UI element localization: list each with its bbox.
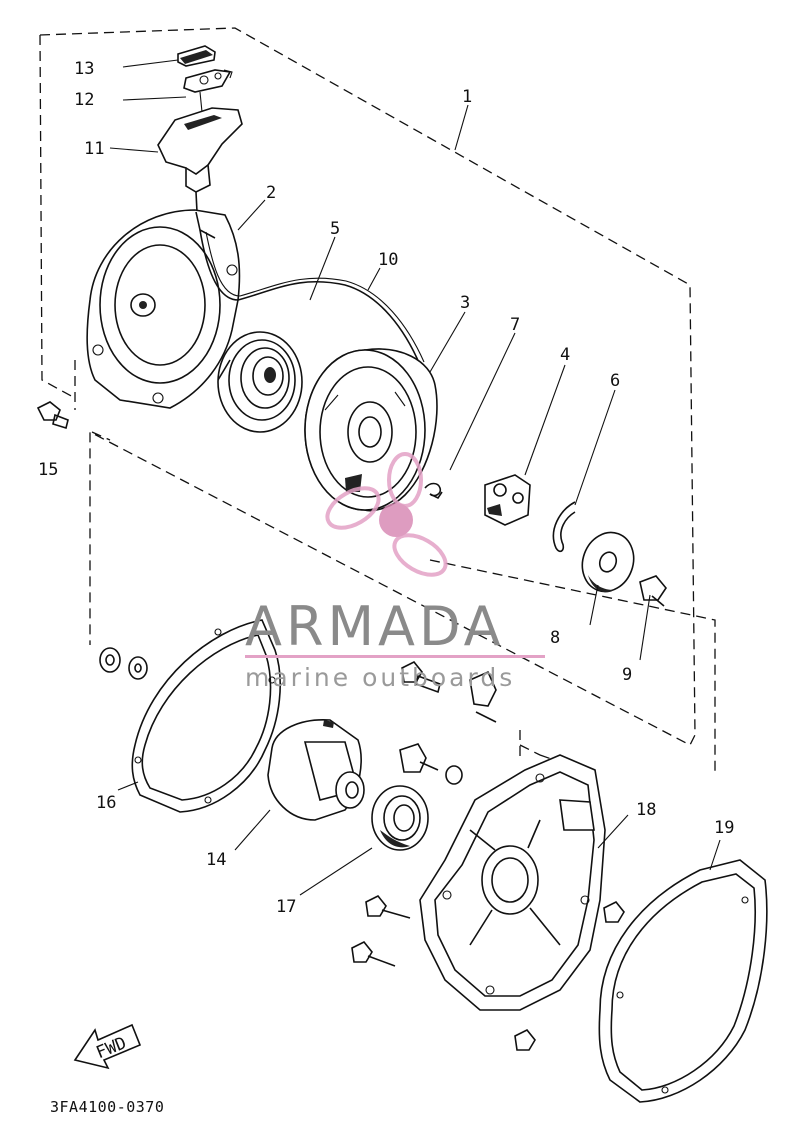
part-18-cover — [419, 754, 606, 1011]
part-19-gasket — [598, 859, 768, 1103]
callout-10: 10 — [378, 250, 398, 270]
callout-6: 6 — [610, 371, 620, 391]
armada-logo-icon — [325, 452, 448, 577]
part-14-pulley — [267, 719, 365, 821]
part-11-handle — [157, 107, 243, 213]
watermark-divider — [245, 655, 545, 658]
callout-14: 14 — [206, 850, 226, 870]
callout-13: 13 — [74, 59, 94, 79]
plug-and-oring — [399, 743, 463, 785]
callout-3: 3 — [460, 293, 470, 313]
part-6-clip — [552, 501, 576, 553]
part-5-spring — [217, 331, 303, 433]
bracket-small — [469, 670, 497, 723]
part-13-cap — [177, 45, 216, 67]
callout-12: 12 — [74, 90, 94, 110]
callout-5: 5 — [330, 219, 340, 239]
washer-pair — [99, 647, 148, 680]
callout-9: 9 — [622, 665, 632, 685]
part-15-bolt — [36, 401, 69, 430]
callout-17: 17 — [276, 897, 296, 917]
callout-15: 15 — [38, 460, 58, 480]
callout-4: 4 — [560, 345, 570, 365]
cover-bolts — [351, 894, 625, 1051]
diagram-code: 3FA4100-0370 — [50, 1098, 164, 1116]
part-17-seal — [371, 785, 429, 851]
bolt-top — [401, 660, 441, 694]
part-8-washer — [581, 531, 635, 593]
callout-7: 7 — [510, 315, 520, 335]
leader-lines — [109, 59, 721, 896]
part-12-holder — [183, 69, 233, 113]
callout-16: 16 — [96, 793, 116, 813]
callout-1: 1 — [462, 87, 472, 107]
callout-18: 18 — [636, 800, 656, 820]
assembly-boundary — [39, 27, 716, 775]
part-2-housing — [86, 209, 241, 409]
part-3-sheave-drum — [304, 348, 438, 512]
callout-19: 19 — [714, 818, 734, 838]
callout-2: 2 — [266, 183, 276, 203]
part-10-rope — [199, 229, 421, 366]
callout-8: 8 — [550, 628, 560, 648]
part-9-bolt — [639, 575, 667, 607]
part-16-gasket — [131, 619, 281, 813]
callout-11: 11 — [84, 139, 104, 159]
fwd-arrow-icon: FWD — [73, 1023, 142, 1070]
watermark-subtitle: marine outboards — [245, 663, 515, 692]
part-7-small-spring — [424, 482, 443, 500]
watermark-title: ARMADA — [245, 595, 505, 658]
part-4-pawl — [484, 474, 531, 526]
